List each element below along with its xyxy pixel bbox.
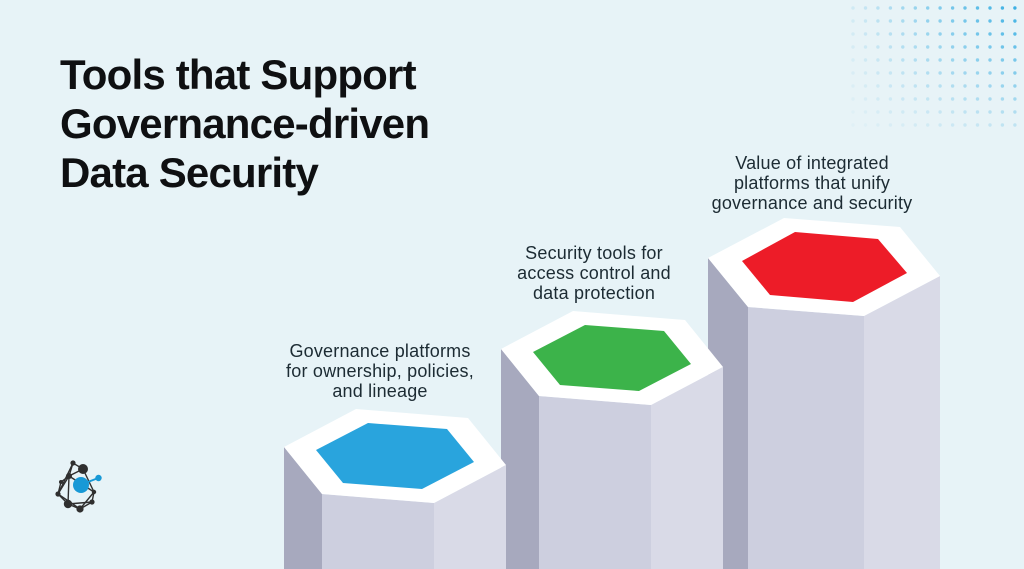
logo-accent-node — [73, 474, 102, 493]
logo-nodes — [55, 460, 97, 513]
pillar-side-front — [322, 494, 434, 569]
pillar-governance-platforms — [284, 409, 506, 569]
pillar-side-left — [501, 349, 539, 569]
page-title: Tools that Support Governance-driven Dat… — [60, 51, 430, 196]
pillar-side-right — [651, 367, 723, 569]
pillar-side-left — [284, 447, 322, 569]
step-label-security-tools: Security tools for access control and da… — [517, 243, 671, 303]
network-nodes-logo-icon — [55, 460, 102, 513]
pillar-side-front — [748, 307, 864, 569]
step-label-integrated-platforms: Value of integrated platforms that unify… — [711, 153, 913, 213]
hexagon-green — [533, 325, 691, 391]
dot-grid-pattern-icon — [851, 6, 1017, 127]
pillar-security-tools — [501, 311, 723, 569]
hexagon-red — [742, 232, 907, 302]
pillar-integrated-platforms — [708, 218, 940, 569]
step-label-governance-platforms: Governance platforms for ownership, poli… — [286, 341, 474, 401]
pillar-side-right — [434, 465, 506, 569]
pillar-side-right — [864, 276, 940, 569]
pillar-side-front — [539, 396, 651, 569]
hexagon-blue — [316, 423, 474, 489]
